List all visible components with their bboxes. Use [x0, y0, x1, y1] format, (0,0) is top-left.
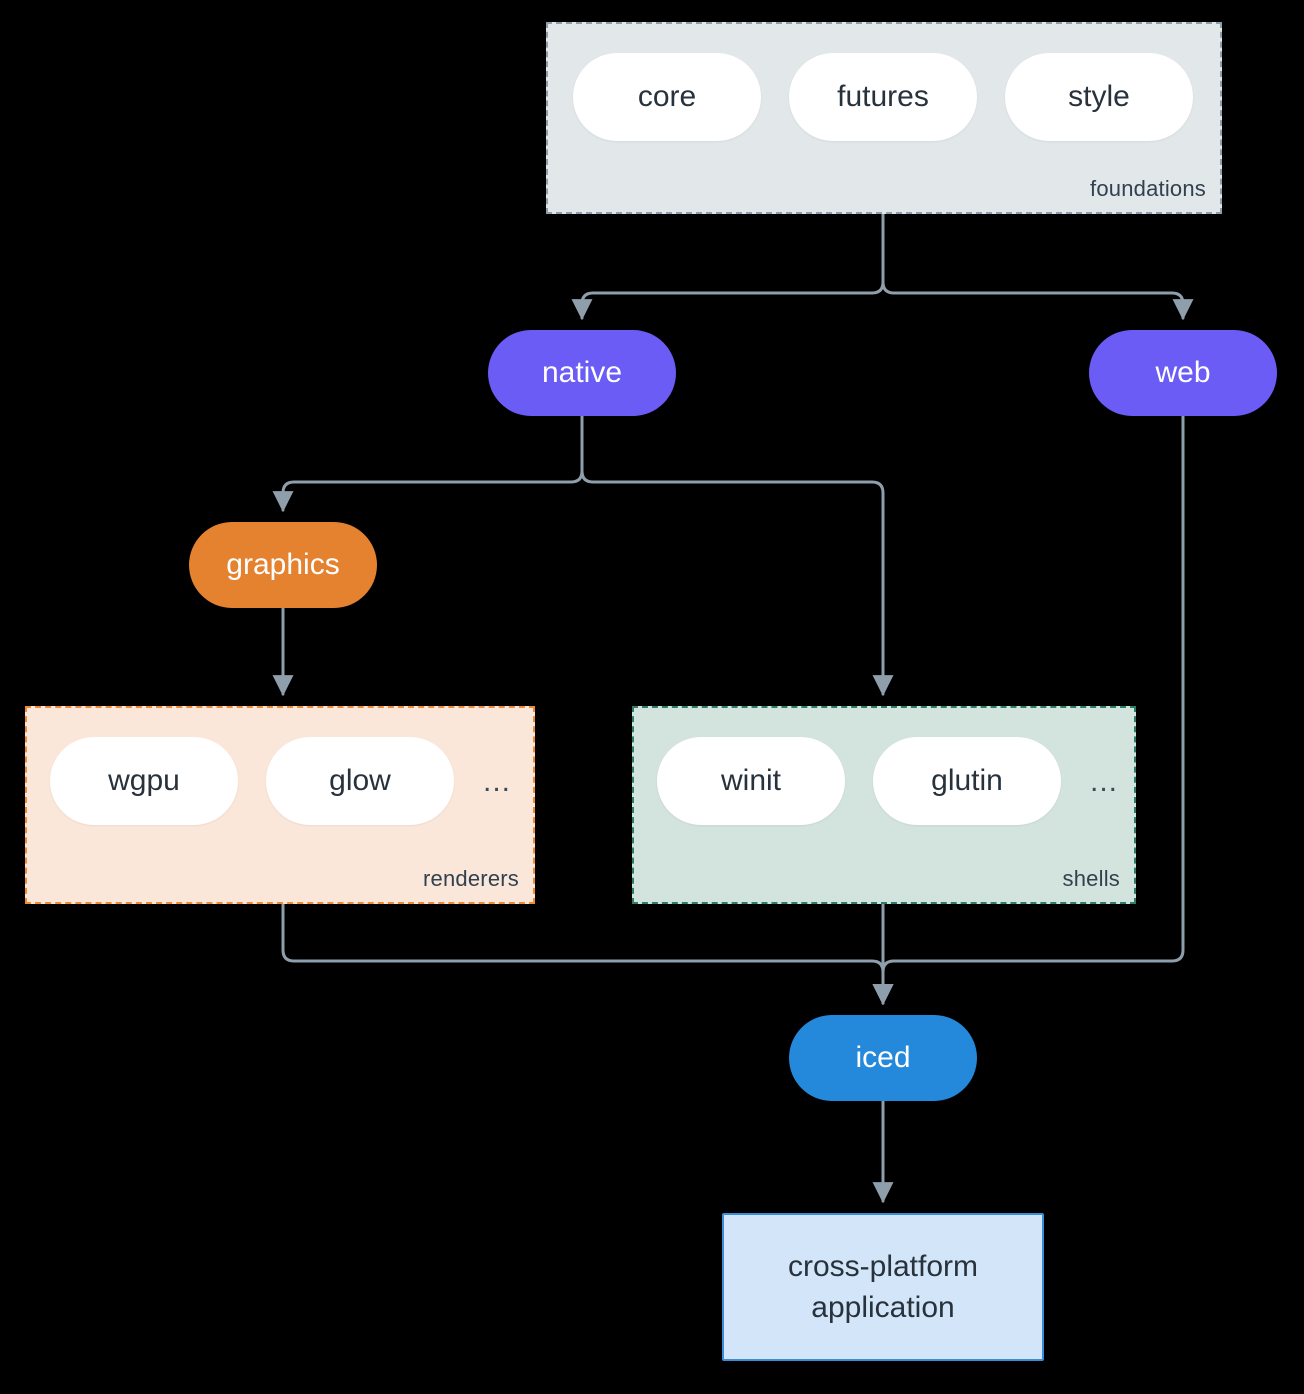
node-native-label: native — [541, 356, 623, 389]
node-winit[interactable]: winit — [657, 737, 845, 825]
edge-foundations-native — [571, 212, 885, 321]
edge-native-shells — [580, 414, 894, 697]
node-futures-label: futures — [837, 80, 929, 113]
node-style[interactable]: style — [1005, 53, 1193, 141]
node-graphics[interactable]: graphics — [189, 522, 377, 608]
node-iced[interactable]: iced — [789, 1015, 977, 1101]
node-glutin-label: glutin — [931, 764, 1003, 797]
node-native[interactable]: native — [488, 330, 676, 416]
node-graphics-label: graphics — [226, 548, 340, 581]
node-more-shells: ... — [1090, 765, 1119, 798]
node-style-label: style — [1068, 80, 1130, 113]
node-more-renderers: ... — [483, 765, 512, 798]
node-core-label: core — [637, 80, 697, 113]
cluster-foundations-label: foundations — [1090, 176, 1206, 201]
node-iced-label: iced — [855, 1041, 911, 1074]
node-web[interactable]: web — [1089, 330, 1277, 416]
node-wgpu-label: wgpu — [108, 764, 180, 797]
node-wgpu[interactable]: wgpu — [50, 737, 238, 825]
node-application-label-line1: cross-platform — [787, 1249, 979, 1283]
edge-foundations-web — [881, 212, 1194, 321]
node-application-label-line2: application — [811, 1291, 955, 1324]
node-futures[interactable]: futures — [789, 53, 977, 141]
edge-renderers-iced — [281, 902, 894, 1006]
node-glow-label: glow — [329, 764, 391, 797]
edge-native-graphics — [272, 414, 584, 513]
node-core[interactable]: core — [573, 53, 761, 141]
node-glow[interactable]: glow — [266, 737, 454, 825]
node-cross-platform-application[interactable]: cross-platform application — [722, 1213, 1044, 1361]
cluster-shells-label: shells — [1062, 866, 1120, 891]
node-web-label: web — [1155, 356, 1211, 389]
node-glutin[interactable]: glutin — [873, 737, 1061, 825]
node-winit-label: winit — [720, 764, 781, 797]
cluster-renderers-label: renderers — [423, 866, 519, 891]
